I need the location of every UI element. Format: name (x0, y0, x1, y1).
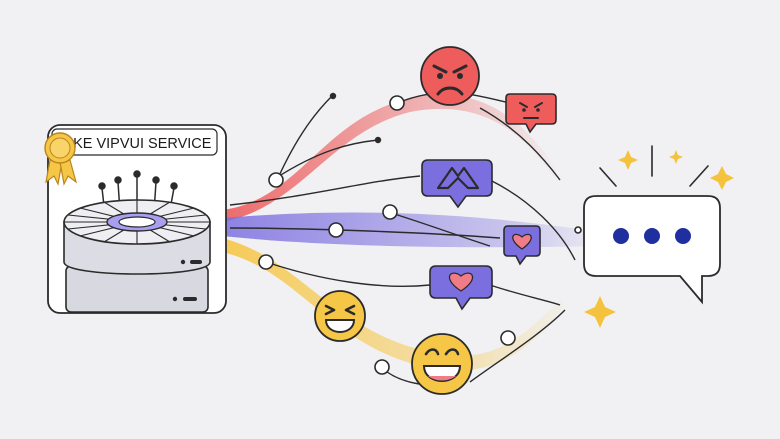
sparkle-icon (618, 150, 638, 170)
typing-dot (644, 228, 660, 244)
server-icon (63, 170, 211, 313)
attention-rays (599, 145, 709, 187)
typing-dot (675, 228, 691, 244)
server-panel: LIKE VIPVUI SERVICE (44, 124, 227, 314)
connector-line (489, 284, 561, 306)
connector-node (389, 95, 405, 111)
connector-endpoints (329, 92, 382, 144)
connector-line (387, 211, 491, 247)
sparkle-icon (584, 296, 616, 328)
sparkle-icon (710, 166, 734, 190)
heart-message-icon (503, 225, 541, 266)
angry-message-icon (505, 93, 557, 134)
server-label: LIKE VIPVUI SERVICE (61, 136, 212, 152)
red-flow-band (222, 94, 560, 222)
angry-face-icon (420, 46, 480, 106)
connector-nodes (258, 95, 582, 375)
connector-node (258, 254, 274, 270)
connector-endpoint (374, 136, 382, 144)
connector-node (374, 359, 390, 375)
praise-hands-message-icon (421, 159, 493, 209)
connector-endpoint (329, 92, 337, 100)
connector-line (489, 179, 576, 261)
connector-line (469, 309, 566, 383)
connector-line (229, 175, 421, 206)
sparkle-icon (669, 150, 683, 164)
grinning-face-icon (411, 333, 473, 395)
heart-message-icon (429, 265, 493, 311)
typing-dot (613, 228, 629, 244)
connector-line (229, 227, 501, 239)
connector-line (275, 139, 379, 179)
award-ribbon-icon (44, 132, 78, 186)
connector-node (574, 226, 582, 234)
connector-line (265, 261, 431, 287)
laughing-face-icon (314, 290, 366, 342)
yellow-flow-band (222, 238, 564, 371)
connector-node (500, 330, 516, 346)
connector-node (382, 204, 398, 220)
connector-line (277, 95, 333, 179)
typing-chat-bubble-icon (583, 195, 721, 305)
connector-node (328, 222, 344, 238)
connector-line (479, 107, 561, 181)
connector-node (268, 172, 284, 188)
